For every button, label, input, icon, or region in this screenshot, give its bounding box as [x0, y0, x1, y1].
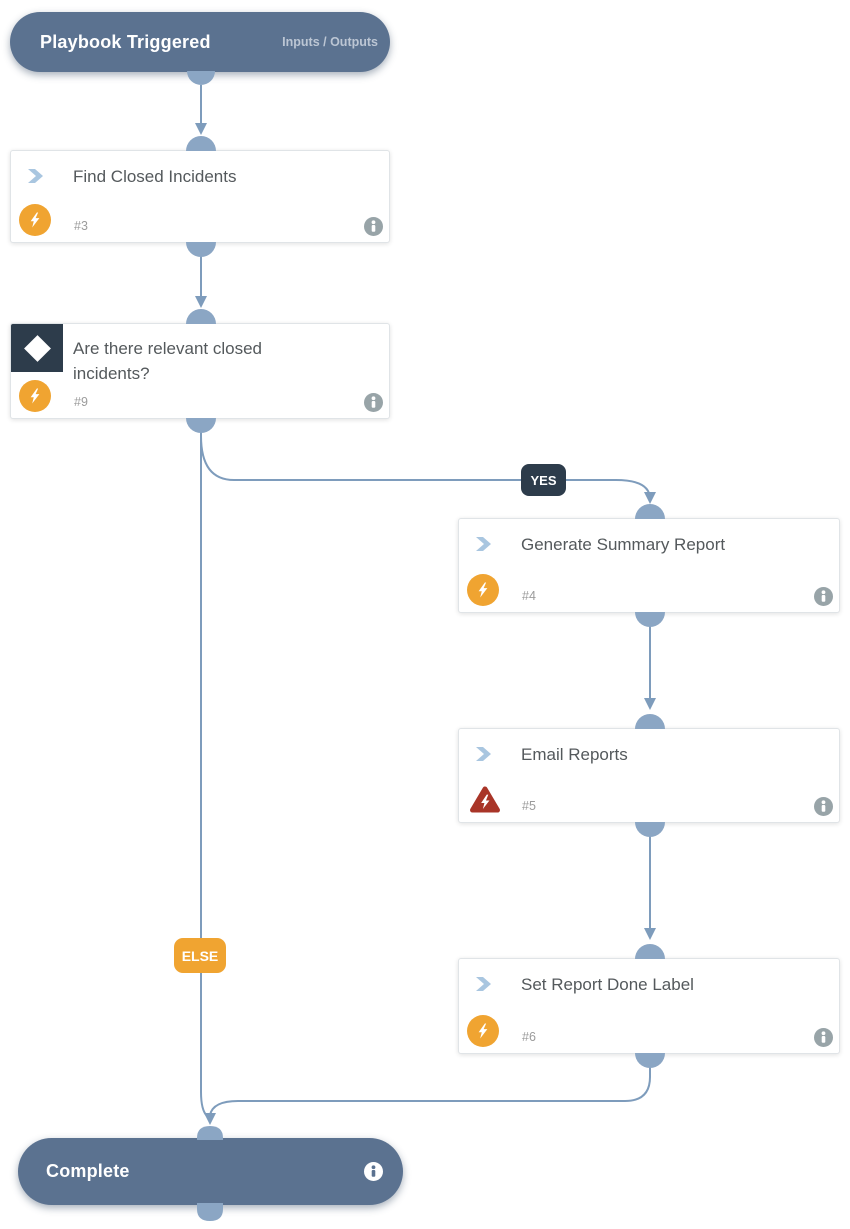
task-id: #3: [74, 219, 88, 233]
task-id: #4: [522, 589, 536, 603]
edge-condition-yes-to-generate: [200, 435, 656, 504]
task-title: Set Report Done Label: [521, 975, 694, 994]
chevron-icon: [476, 537, 491, 551]
playbook-trigger-node[interactable]: Playbook Triggered Inputs / Outputs: [10, 12, 390, 72]
error-lightning-icon: [470, 786, 500, 813]
chevron-icon: [28, 169, 43, 183]
automation-lightning-icon: [19, 204, 51, 236]
chevron-icon: [476, 977, 491, 991]
edge-find-to-condition: [195, 255, 207, 308]
info-icon[interactable]: [814, 587, 833, 606]
automation-lightning-icon: [19, 380, 51, 412]
info-icon[interactable]: [364, 1162, 383, 1181]
info-icon[interactable]: [364, 393, 383, 412]
task-node-find-closed-incidents[interactable]: Find Closed Incidents #3: [10, 150, 390, 243]
edge-setlabel-to-complete: [204, 1066, 651, 1125]
automation-lightning-icon: [467, 1015, 499, 1047]
complete-title: Complete: [46, 1161, 130, 1181]
branch-label-yes: YES: [521, 464, 566, 496]
task-title: Generate Summary Report: [521, 535, 726, 554]
condition-diamond-icon: [11, 324, 63, 372]
edge-email-to-setlabel: [644, 836, 656, 940]
playbook-trigger-title: Playbook Triggered: [40, 31, 211, 52]
playbook-complete-node[interactable]: Complete: [18, 1138, 403, 1205]
task-node-generate-summary-report[interactable]: Generate Summary Report #4: [458, 518, 840, 613]
task-node-set-report-done-label[interactable]: Set Report Done Label #6: [458, 958, 840, 1054]
task-title: Are there relevant closed incidents?: [73, 339, 262, 383]
branch-label-else: ELSE: [174, 938, 226, 973]
edge-generate-to-email: [644, 626, 656, 710]
task-node-email-reports[interactable]: Email Reports #5: [458, 728, 840, 823]
inputs-outputs-link[interactable]: Inputs / Outputs: [282, 35, 378, 49]
info-icon[interactable]: [814, 797, 833, 816]
chevron-icon: [476, 747, 491, 761]
condition-node-relevant-closed-incidents[interactable]: Are there relevant closed incidents? #9: [10, 323, 390, 419]
task-id: #6: [522, 1030, 536, 1044]
info-icon[interactable]: [814, 1028, 833, 1047]
task-title: Email Reports: [521, 745, 628, 764]
task-id: #5: [522, 799, 536, 813]
automation-lightning-icon: [467, 574, 499, 606]
edge-start-to-find: [195, 85, 207, 135]
info-icon[interactable]: [364, 217, 383, 236]
edge-condition-else-to-complete: [200, 432, 208, 1117]
task-id: #9: [74, 395, 88, 409]
task-title: Find Closed Incidents: [73, 167, 237, 186]
